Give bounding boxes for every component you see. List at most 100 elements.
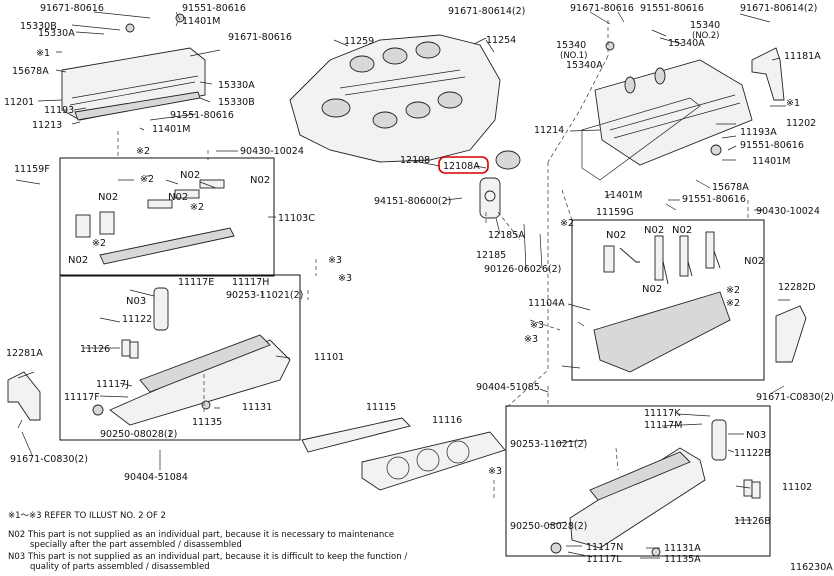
label-11122B: 11122B [734,448,771,459]
label-11254: 11254 [486,35,516,46]
engine-hanger-12281A [7,371,41,421]
label-15330A: 15330A [38,28,75,39]
label-15330B: 15330B [218,97,255,108]
label-91671-80616: 91671-80616 [570,3,634,14]
engine-hanger-12282D [775,305,807,363]
label-11115: 11115 [366,402,396,413]
label-11117F: 11117F [64,392,100,403]
label-ref-2: ※2 [136,146,150,157]
label-11117K: 11117K [644,408,681,419]
label-ref-3: ※3 [338,273,352,284]
highlight-12108A [438,156,489,174]
note-n02: N02 This part is not supplied as an indi… [8,530,394,540]
label-91671-80614-2: 91671-80614(2) [448,6,525,17]
label-N03: N03 [126,296,146,307]
label-11103C: 11103C [278,213,315,224]
label-11126: 11126 [80,344,110,355]
label-N02: N02 [98,192,118,203]
label-12185: 12185 [476,250,506,261]
head-cover-gasket-11214 [581,97,701,181]
label-15330B: 15330B [20,21,57,32]
label-ref-2: ※2 [190,202,204,213]
label-11135A: 11135A [664,554,701,565]
label-ref-3: ※3 [530,320,544,331]
box-upper-left-camshaft-housing [59,157,275,277]
label-ref-2: ※2 [726,285,740,296]
note-n03: N03 This part is not supplied as an indi… [8,552,407,562]
box-right-cylinder-head [505,405,771,557]
label-N02: N02 [168,192,188,203]
label-11117H: 11117H [232,277,269,288]
label-90253-11021-2: 90253-11021(2) [510,439,587,450]
label-N02: N02 [672,225,692,236]
label-11117J: 11117J [96,379,129,390]
label-15340: 15340 [690,20,720,31]
label-12281A: 12281A [6,348,43,359]
box-right-camshaft-housing [571,219,765,381]
label-N02: N02 [180,170,200,181]
label-ref-3: ※3 [524,334,538,345]
label-12282D: 12282D [778,282,816,293]
label-ref-1: ※1 [786,98,800,109]
box-left-cylinder-head [59,274,301,441]
label-91671-C0830-2: 91671-C0830(2) [756,392,834,403]
label-91551-80616: 91551-80616 [640,3,704,14]
label-11126B: 11126B [734,516,771,527]
label-11159F: 11159F [14,164,50,175]
label-no-1: (NO.1) [560,51,587,61]
camshaft-caps-left [75,179,235,265]
label-11401M: 11401M [752,156,790,167]
footnotes: ※1～※3 REFER TO ILLUST NO. 2 OF 2 N02 Thi… [8,511,407,572]
right-head-cover-11202 [594,41,753,166]
label-90430-10024: 90430-10024 [240,146,304,157]
label-N02: N02 [644,225,664,236]
dashed-lines [117,20,749,500]
label-11117E: 11117E [178,277,214,288]
label-ref-3: ※3 [328,255,342,266]
label-N02: N02 [606,230,626,241]
note-n02-cont: specially after the part assembled / dis… [30,540,242,550]
label-11401M: 11401M [182,16,220,27]
label-11104A: 11104A [528,298,565,309]
head-gasket-11115 [301,417,411,453]
label-ref-3: ※3 [488,466,502,477]
label-11117M: 11117M [644,420,682,431]
left-head-cover-11201 [61,13,206,121]
label-ref-2: ※2 [140,174,154,185]
label-ref-2: ※2 [92,238,106,249]
camshaft-caps-right [593,231,731,373]
label-90404-51084: 90404-51084 [124,472,188,483]
label-11159G: 11159G [596,207,634,218]
label-11201: 11201 [4,97,34,108]
label-12185A: 12185A [488,230,525,241]
note-ref: ※1～※3 REFER TO ILLUST NO. 2 OF 2 [8,511,166,521]
label-15340A: 15340A [566,60,603,71]
label-90250-08028-2: 90250-08028(2) [510,521,587,532]
label-11117N: 11117N [586,542,623,553]
label-91551-80616: 91551-80616 [740,140,804,151]
label-11401M: 11401M [152,124,190,135]
label-91671-80616: 91671-80616 [40,3,104,14]
label-91551-80616: 91551-80616 [170,110,234,121]
label-90404-51085: 90404-51085 [476,382,540,393]
label-11259: 11259 [344,36,374,47]
label-15340A: 15340A [668,38,705,49]
label-15678A: 15678A [12,66,49,77]
label-90250-08028-2: 90250-08028(2) [100,429,177,440]
label-11193A: 11193A [740,127,777,138]
label-11193: 11193 [44,105,74,116]
label-ref-1: ※1 [36,48,50,59]
part-labels: 91671-80616 91551-80616 11401M 15330B 15… [4,3,834,565]
head-gasket-11116 [361,431,506,491]
label-N02: N02 [744,256,764,267]
label-12108A: 12108A [443,161,480,172]
note-n03-cont: quality of parts assembled / disassemble… [30,562,210,572]
label-91671-80614-2: 91671-80614(2) [740,3,817,14]
label-11213: 11213 [32,120,62,131]
label-12108: 12108 [400,155,430,166]
label-N03: N03 [746,430,766,441]
label-11181A: 11181A [784,51,821,62]
label-11135: 11135 [192,417,222,428]
label-no-2: (NO.2) [692,31,719,41]
